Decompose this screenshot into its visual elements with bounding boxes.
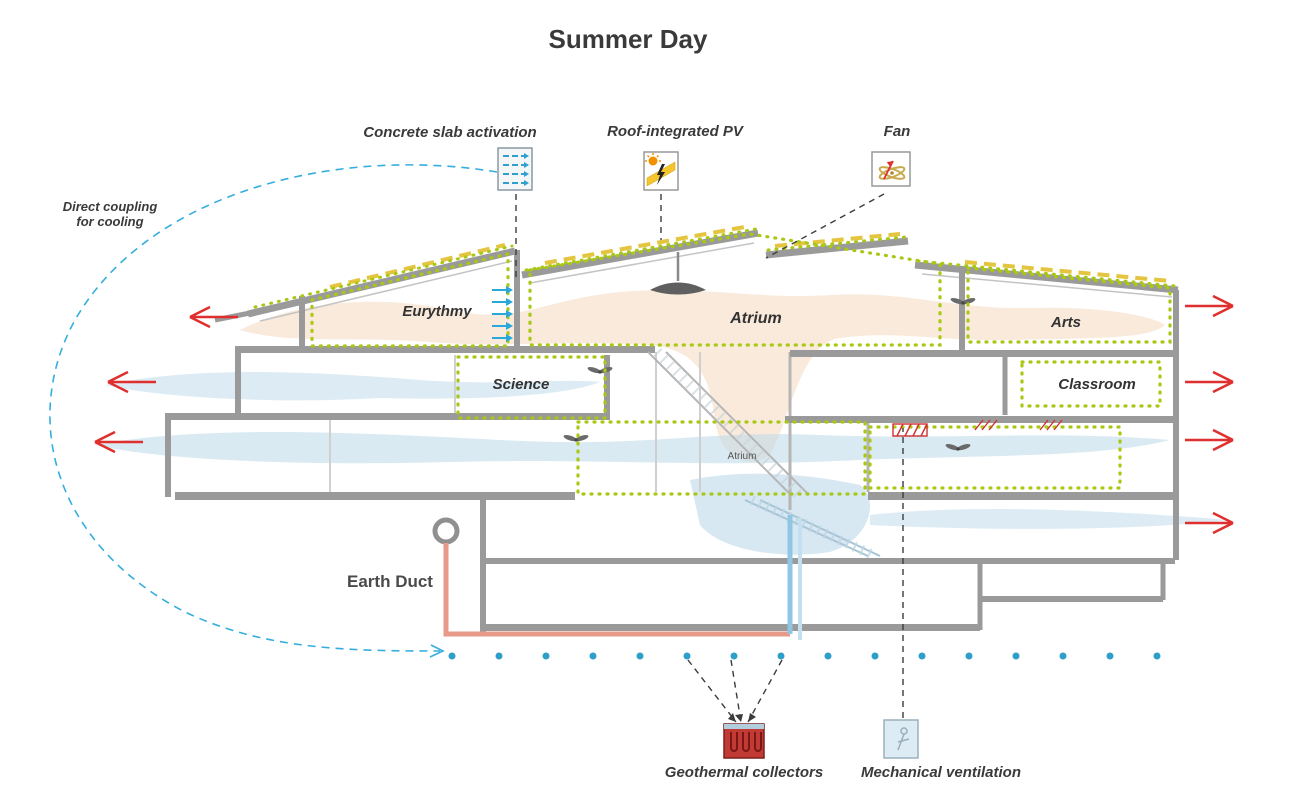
room-label-eurythmy: Eurythmy: [402, 303, 472, 320]
roof-pv-icon: [643, 151, 679, 191]
label-earth-duct: Earth Duct: [347, 572, 433, 591]
label-direct-coupling-line1: Direct coupling: [63, 199, 158, 214]
mechanical-ventilation-icon: [883, 719, 919, 759]
earth-duct-pipes: [443, 515, 802, 640]
room-outline-atrium: [528, 232, 942, 347]
label-mechanical-ventilation: Mechanical ventilation: [861, 764, 1021, 781]
wall-fan-icon: [562, 433, 590, 443]
label-direct-coupling-line2: for cooling: [76, 214, 143, 229]
room-label-classroom: Classroom: [1058, 376, 1136, 393]
exhaust-arrow-right: [1183, 511, 1235, 535]
room-outline-atrium-lower: [576, 420, 867, 496]
room-outline-science: [456, 355, 607, 420]
room-label-atrium: Atrium: [729, 310, 782, 327]
direct-coupling-loop: [49, 164, 498, 658]
warm-airflow-blob: [240, 290, 1165, 462]
exhaust-arrow-right: [1183, 428, 1235, 452]
room-outlines: [310, 232, 1172, 496]
room-outline-eurythmy: [310, 251, 510, 348]
roof-green-dashes: [253, 227, 1177, 309]
atrium-fan: [650, 282, 706, 295]
room-label-atrium-lower: Atrium: [728, 451, 757, 462]
ground-dots: [448, 652, 1161, 660]
exhaust-arrow-right: [1183, 294, 1235, 318]
room-outline-classroom: [1020, 360, 1162, 408]
roof-pv-strips: [329, 224, 1171, 289]
connector-arrowheads: [728, 713, 756, 722]
label-geothermal: Geothermal collectors: [665, 764, 823, 781]
earth-duct-opening: [432, 517, 460, 545]
annotation-connectors: [515, 193, 904, 723]
building-structure: [165, 229, 1179, 632]
fan-icon: [871, 151, 911, 187]
exhaust-arrow-right: [1183, 370, 1235, 394]
geothermal-collectors-icon: [723, 723, 765, 759]
label-fan: Fan: [884, 123, 911, 140]
concrete-slab-icon: [497, 147, 533, 191]
room-outline-arts: [966, 266, 1172, 344]
room-outline-lower-right: [868, 425, 1122, 490]
label-concrete-slab: Concrete slab activation: [363, 124, 536, 141]
exhaust-arrow-left: [188, 305, 240, 329]
label-roof-pv: Roof-integrated PV: [607, 123, 745, 140]
room-label-arts: Arts: [1050, 314, 1081, 331]
room-label-science: Science: [493, 376, 550, 393]
page-title: Summer Day: [549, 24, 708, 54]
cool-airflow-blobs: [95, 371, 1230, 555]
ventilation-coil-symbols: [892, 419, 1063, 437]
